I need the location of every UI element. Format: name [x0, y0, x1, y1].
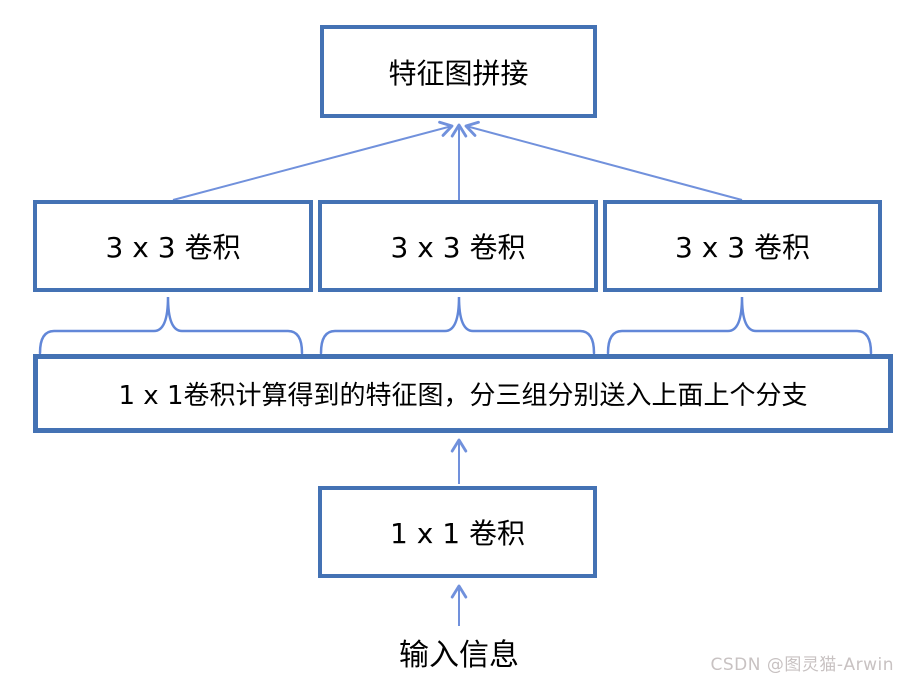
arrow-conv3-to-concat — [464, 120, 743, 201]
node-conv3x3-2: 3 x 3 卷积 — [318, 200, 598, 292]
csdn-watermark: CSDN @图灵猫-Arwin — [710, 655, 894, 675]
node-conv3x3-3: 3 x 3 卷积 — [603, 200, 882, 292]
node-conv3x3-1: 3 x 3 卷积 — [33, 200, 313, 292]
node-grouped-feature-map-label: 1 x 1卷积计算得到的特征图，分三组分别送入上面上个分支 — [118, 381, 808, 411]
arrow-conv1-to-concat — [172, 120, 454, 201]
brace-group-1 — [38, 296, 304, 355]
input-info-label: 输入信息 — [399, 638, 519, 673]
node-conv1x1-label: 1 x 1 卷积 — [390, 517, 525, 550]
node-conv3x3-3-label: 3 x 3 卷积 — [675, 231, 810, 264]
node-feature-map-concat: 特征图拼接 — [320, 25, 597, 118]
node-grouped-feature-map: 1 x 1卷积计算得到的特征图，分三组分别送入上面上个分支 — [33, 354, 893, 433]
node-conv3x3-2-label: 3 x 3 卷积 — [390, 231, 526, 264]
brace-group-3 — [606, 296, 873, 355]
node-conv3x3-1-label: 3 x 3 卷积 — [105, 231, 241, 264]
brace-group-2 — [319, 296, 596, 355]
node-conv1x1: 1 x 1 卷积 — [318, 486, 597, 578]
node-feature-map-concat-label: 特征图拼接 — [388, 56, 529, 90]
